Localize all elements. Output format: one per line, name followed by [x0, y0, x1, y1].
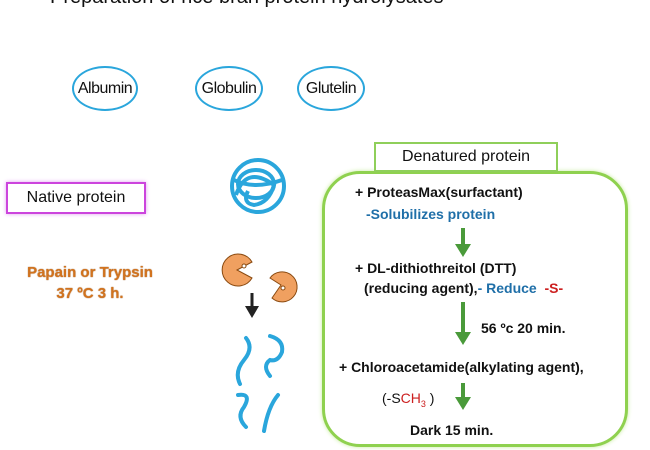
albumin-ellipse: Albumin — [72, 66, 138, 111]
denatured-protein-label: Denatured protein — [374, 142, 558, 172]
reduce-text: - Reduce — [477, 280, 537, 296]
denatured-process-box — [322, 171, 628, 447]
green-arrow-icon — [455, 383, 471, 410]
subscript-3: 3 — [420, 398, 426, 409]
globulin-ellipse: Globulin — [195, 66, 263, 111]
step-chloroacetamide: + Chloroacetamide(alkylating agent), — [339, 359, 584, 375]
green-arrow-icon — [455, 228, 471, 257]
glutelin-ellipse: Glutelin — [297, 66, 365, 111]
condition-dark: Dark 15 min. — [410, 422, 494, 438]
disulfide-text: -S- — [544, 280, 564, 296]
down-arrow-icon — [245, 293, 259, 318]
native-protein-label: Native protein — [6, 182, 146, 214]
enzyme-pacman-icon — [221, 253, 298, 303]
page-title: Preparation of rice bran protein hydroly… — [50, 0, 444, 9]
step-sch3: (-SCH3 ) — [382, 390, 434, 409]
reducing-agent-text: (reducing agent), — [364, 280, 478, 296]
step-dtt: + DL-dithiothreitol (DTT) — [355, 260, 517, 276]
sch3-suffix: ) — [425, 390, 435, 406]
peptide-fragments-icon — [235, 334, 285, 433]
step-proteasmax-note: -Solubilizes protein — [366, 206, 496, 222]
step-proteasmax: + ProteasMax(surfactant) — [355, 184, 523, 200]
step-dtt-note: (reducing agent),- Reduce -S- — [364, 280, 563, 296]
sch3-prefix: (-S — [382, 390, 401, 406]
green-arrow-icon — [455, 302, 471, 345]
enzyme-label: Papain or Trypsin — [27, 264, 153, 281]
ch-text: CH — [400, 390, 421, 406]
folded-protein-icon — [230, 158, 286, 214]
enzyme-condition: 37 ºC 3 h. — [56, 285, 124, 302]
condition-56c: 56 ºc 20 min. — [481, 320, 566, 336]
